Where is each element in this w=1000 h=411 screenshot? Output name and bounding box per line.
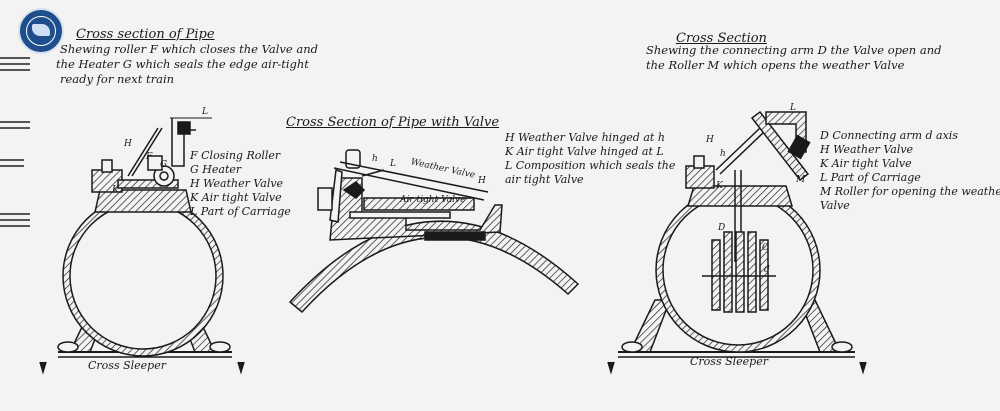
middle-label-h: h bbox=[372, 154, 378, 164]
left-caption-line-3: ready for next train bbox=[60, 72, 175, 86]
middle-legend-item: air tight Valve bbox=[505, 173, 584, 186]
right-legend-item: M Roller for opening the weather bbox=[820, 185, 1000, 198]
left-legend-item: K Air tight Valve bbox=[190, 191, 282, 204]
left-label-H: H bbox=[124, 139, 132, 149]
right-caption-line-1: Shewing the connecting arm D the Valve o… bbox=[646, 43, 942, 57]
left-legend-item: G Heater bbox=[190, 163, 242, 176]
left-label-F: F bbox=[146, 152, 153, 162]
middle-legend-item: H Weather Valve hinged at h bbox=[505, 131, 665, 144]
right-legend-item: H Weather Valve bbox=[820, 143, 914, 156]
left-legend-item: H Weather Valve bbox=[190, 177, 284, 190]
left-label-G: G bbox=[160, 160, 168, 170]
right-legend-item: Valve bbox=[820, 199, 850, 212]
right-label-d: d bbox=[764, 265, 770, 275]
right-label-M: M bbox=[796, 175, 806, 185]
left-label-L: L bbox=[202, 107, 208, 117]
left-title: Cross section of Pipe bbox=[76, 27, 215, 42]
right-legend-item: K Air tight Valve bbox=[820, 157, 912, 170]
left-legend-item: F Closing Roller bbox=[190, 149, 281, 162]
right-legend-item: D Connecting arm d axis bbox=[820, 129, 958, 142]
left-caption-line-1: Shewing roller F which closes the Valve … bbox=[60, 42, 318, 56]
right-label-D: D bbox=[718, 223, 726, 233]
middle-title: Cross Section of Pipe with Valve bbox=[286, 115, 500, 130]
margin-fragments bbox=[0, 57, 30, 227]
left-caption-line-2: the Heater G which seals the edge air-ti… bbox=[56, 57, 309, 71]
right-figure-pipe-open bbox=[607, 110, 867, 375]
left-legend-item: L Part of Carriage bbox=[190, 205, 291, 218]
institution-seal-icon bbox=[18, 8, 64, 54]
right-title: Cross Section bbox=[676, 31, 767, 46]
middle-legend-item: L Composition which seals the bbox=[505, 159, 676, 172]
right-sleeper-label: Cross Sleeper bbox=[690, 355, 768, 368]
right-legend-item: L Part of Carriage bbox=[820, 171, 921, 184]
right-label-L: L bbox=[790, 103, 796, 113]
right-label-C: C bbox=[762, 243, 769, 253]
middle-figure-valve-section bbox=[288, 149, 580, 314]
left-sleeper-label: Cross Sleeper bbox=[88, 359, 166, 372]
middle-label-H: H bbox=[478, 176, 486, 186]
middle-label-airtight-valve: Air tight Valve bbox=[400, 195, 466, 205]
right-label-K: K bbox=[716, 181, 723, 191]
left-label-K: K bbox=[112, 185, 119, 195]
left-figure-pipe bbox=[39, 117, 245, 375]
middle-label-L: L bbox=[390, 159, 396, 169]
right-caption-line-2: the Roller M which opens the weather Val… bbox=[646, 58, 905, 72]
right-label-H: H bbox=[706, 135, 714, 145]
middle-legend-item: K Air tight Valve hinged at L bbox=[505, 145, 664, 158]
right-label-h: h bbox=[720, 149, 726, 159]
